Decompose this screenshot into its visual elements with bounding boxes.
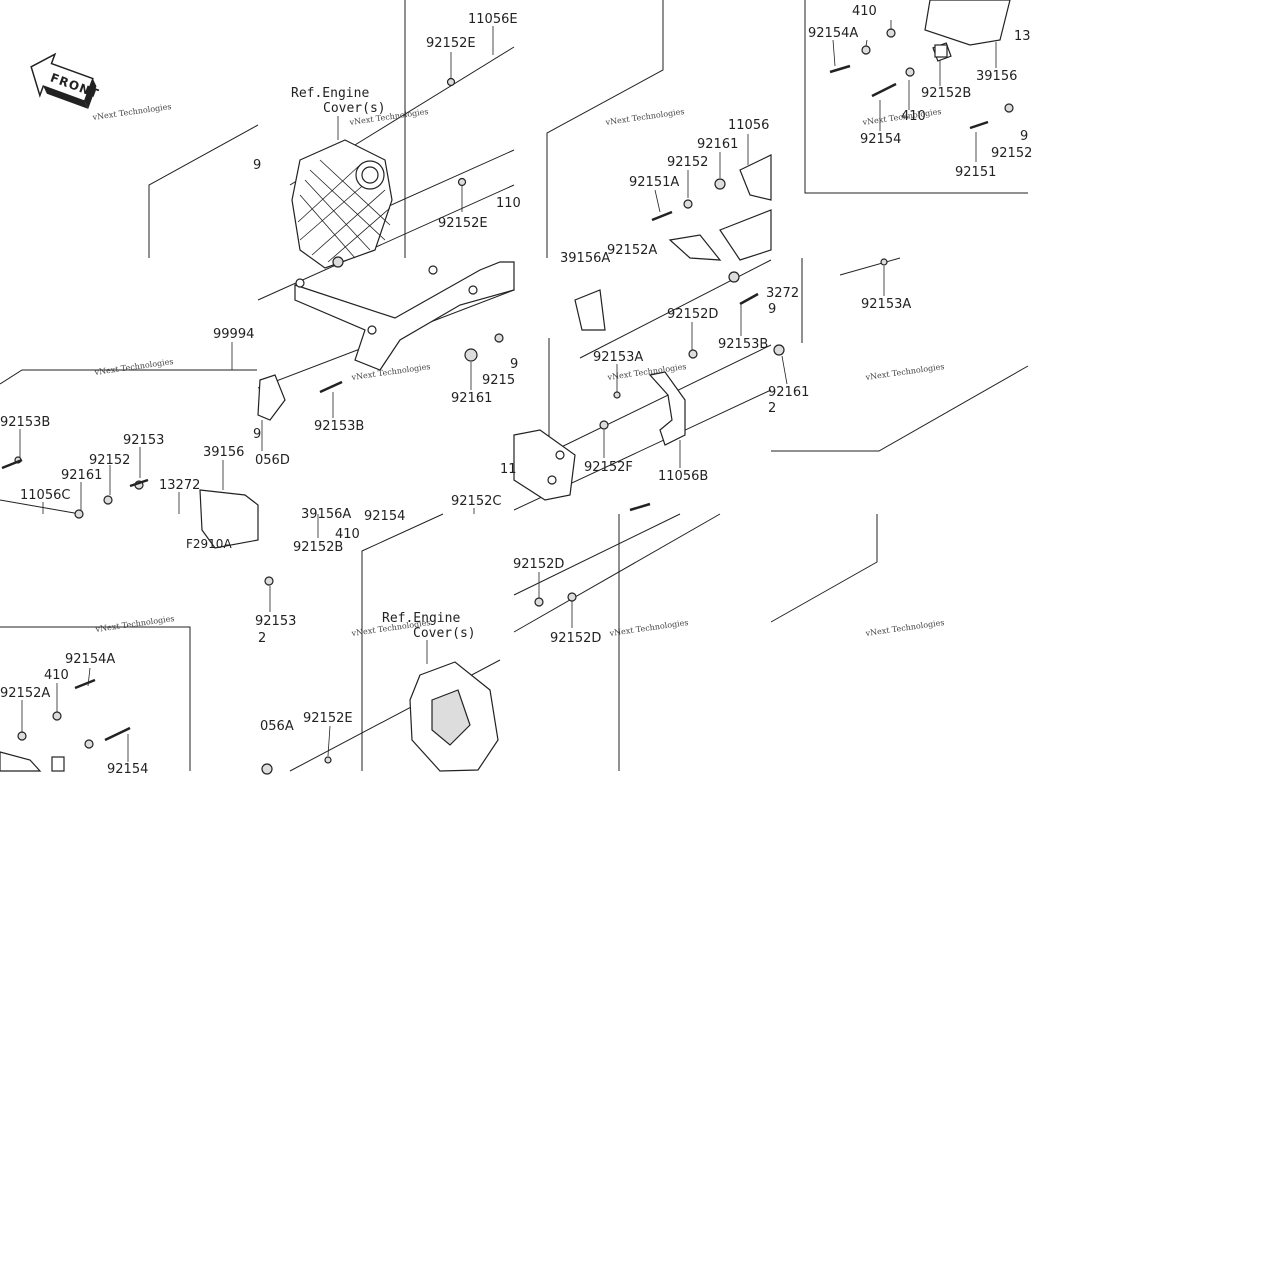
part-label: 056A (260, 719, 294, 734)
part-label: 92153B (718, 337, 768, 352)
part-label: vNext Technologies (864, 362, 945, 382)
part-label: 92153A (861, 297, 911, 312)
part-label: 92152A (607, 243, 657, 258)
part-label: 92153B (0, 415, 50, 430)
part-label: Cover(s) (413, 626, 476, 641)
part-label: 92152 (991, 146, 1032, 161)
part-label: 9 (253, 427, 261, 442)
leader-lines (19, 20, 997, 762)
part-label: 92151A (629, 175, 679, 190)
part-label: 92161 (697, 137, 738, 152)
part-label: 92154 (364, 509, 405, 524)
part-label: 92152 (667, 155, 708, 170)
part-label: 92153A (593, 350, 643, 365)
part-label: 92152E (303, 711, 353, 726)
bracket-right (668, 154, 772, 261)
part-label: vNext Technologies (608, 618, 689, 638)
part-label: vNext Technologies (93, 357, 174, 377)
part-label: 92152D (513, 557, 564, 572)
bracket-middle (513, 371, 686, 501)
part-label: 11 (500, 462, 517, 477)
part-label: 410 (335, 527, 360, 542)
part-label: 92154 (860, 132, 901, 147)
part-label: 92152 (89, 453, 130, 468)
part-label: 11056 (728, 118, 769, 133)
part-label: 39156A (301, 507, 351, 522)
assembly-lines (0, 46, 901, 772)
part-label: 92151 (955, 165, 996, 180)
small-parts (14, 28, 1014, 775)
part-label: 9215 (482, 373, 515, 388)
part-label: 9 (768, 302, 776, 317)
part-label: 9 (253, 158, 261, 173)
part-label: 92152D (550, 631, 601, 646)
part-label: 92154A (65, 652, 115, 667)
panel-lines (0, 0, 1029, 771)
part-label: 39156A (560, 251, 610, 266)
part-label: 92152F (584, 460, 633, 475)
ref-engine-cover-upper: Ref.Engine Cover(s) (291, 86, 386, 116)
part-label: 39156 (203, 445, 244, 460)
part-label: vNext Technologies (94, 614, 175, 634)
part-label: 92161 (768, 385, 809, 400)
ref-engine-cover-lower: Ref.Engine Cover(s) (382, 611, 476, 641)
part-label: 9 (510, 357, 518, 372)
bolts (1, 64, 989, 742)
part-label: vNext Technologies (864, 618, 945, 638)
part-label: 9 (1020, 129, 1028, 144)
part-label: 92161 (61, 468, 102, 483)
part-label: 410 (901, 109, 926, 124)
part-label: 410 (44, 668, 69, 683)
reflector (574, 289, 606, 331)
part-label: Ref.Engine (382, 611, 460, 626)
part-label: Ref.Engine (291, 86, 369, 101)
part-label: 39156 (976, 69, 1017, 84)
part-label: vNext Technologies (350, 362, 431, 382)
slider-lower-left (0, 489, 259, 772)
part-label: 11056C (20, 488, 70, 503)
engine-cover-lower (409, 661, 499, 772)
part-label: 92161 (451, 391, 492, 406)
part-label: 11056B (658, 469, 708, 484)
part-label: vNext Technologies (604, 107, 685, 127)
part-label: 2 (768, 401, 776, 416)
part-label: 92152B (293, 540, 343, 555)
part-label: Cover(s) (323, 101, 386, 116)
part-label: 92153 (255, 614, 296, 629)
part-label: 2 (258, 631, 266, 646)
part-label: 056D (255, 453, 290, 468)
part-label: 13272 (159, 478, 200, 493)
part-label: vNext Technologies (91, 102, 172, 122)
engine-cover-upper (291, 139, 393, 269)
part-label: 410 (852, 4, 877, 19)
part-label: 110 (496, 196, 521, 211)
part-label: 13 (1014, 29, 1031, 44)
part-label: 99994 (213, 327, 254, 342)
part-label: 92152C (451, 494, 501, 509)
part-label: F2910A (186, 537, 232, 551)
part-label: 92152E (438, 216, 488, 231)
bracket-upper (257, 261, 515, 421)
part-label: 92152A (0, 686, 50, 701)
part-label: 11056E (468, 12, 518, 27)
part-label: 92153B (314, 419, 364, 434)
part-label: 92152B (921, 86, 971, 101)
part-label: 92153 (123, 433, 164, 448)
part-label: 92154 (107, 762, 148, 777)
part-label: 3272 (766, 286, 799, 301)
part-label: 92152D (667, 307, 718, 322)
part-label: 92154A (808, 26, 858, 41)
part-labels: 11056E 92152E 92152E 110 9 9 99994 92161… (0, 4, 1032, 777)
front-arrow-icon: FRONT (30, 52, 101, 109)
part-label: vNext Technologies (606, 362, 687, 382)
part-label: 92152E (426, 36, 476, 51)
